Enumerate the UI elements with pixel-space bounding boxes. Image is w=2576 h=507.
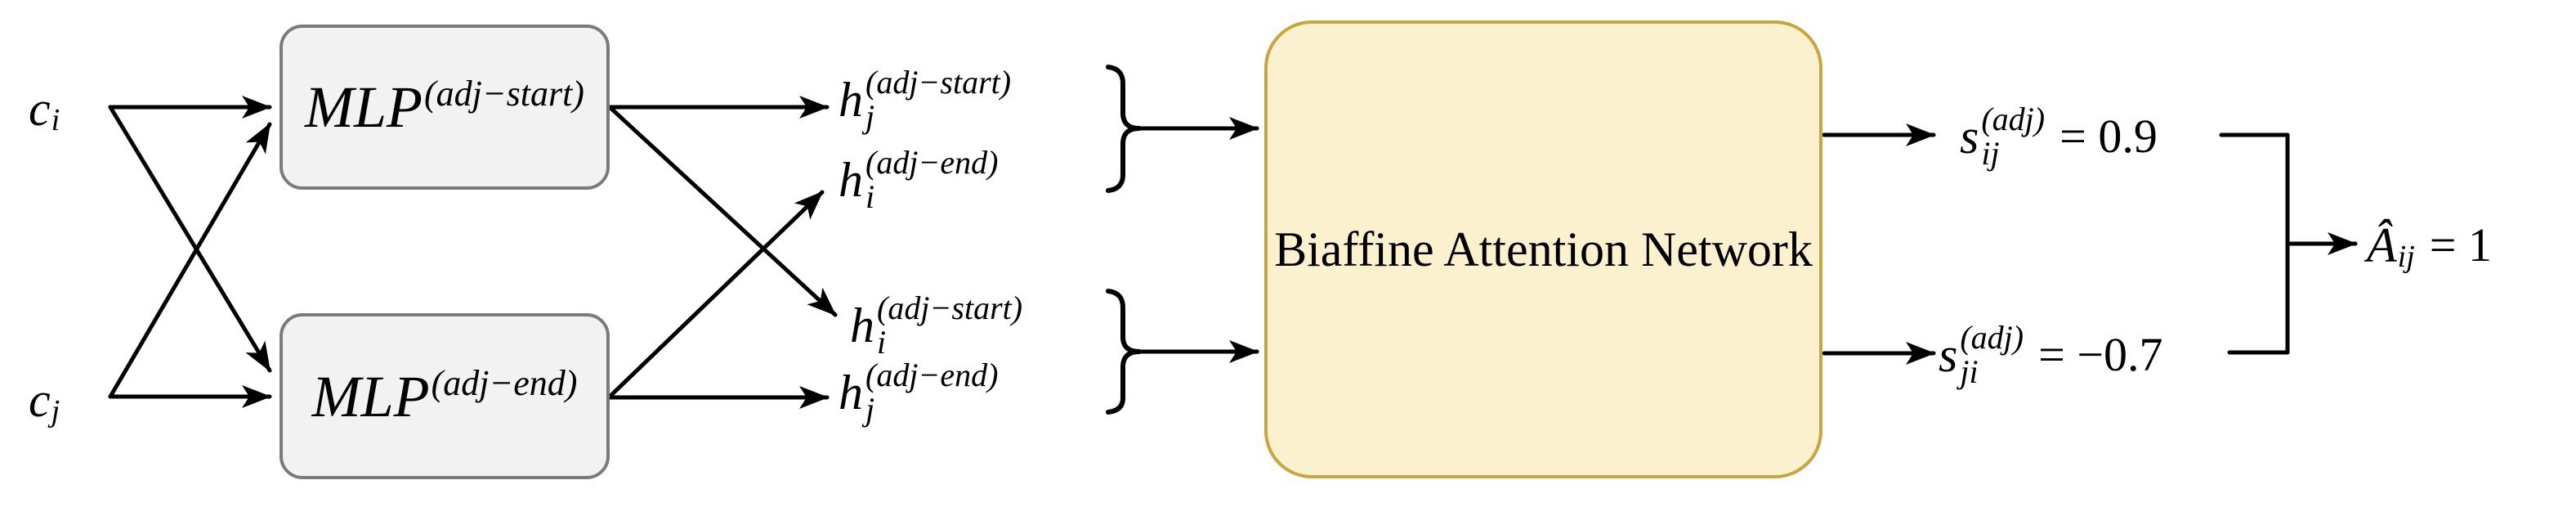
- sij-subscript: ij: [1981, 135, 2000, 172]
- arrow-mlpend-to-hi-end: [607, 190, 825, 399]
- sji-superscript: (adj): [1960, 319, 2024, 356]
- sij-value: = 0.9: [2059, 110, 2158, 163]
- adjacency-base: Â: [2367, 218, 2397, 272]
- hi-end-base: h: [839, 153, 863, 207]
- hj-end-subscript: j: [865, 391, 875, 428]
- hj-start-base: h: [839, 73, 863, 127]
- adjacency-subscript: ij: [2397, 240, 2415, 274]
- arrow-mlpstart-to-hi-start: [607, 105, 838, 317]
- mlp-adj-start-superscript: (adj−start): [424, 74, 584, 114]
- mlp-adj-start-label: MLP(adj−start): [305, 76, 584, 137]
- hj-start-scripts: (adj−start) j: [865, 66, 1011, 133]
- hidden-hj-end: h (adj−end) j: [839, 359, 999, 426]
- hi-start-superscript: (adj−start): [877, 289, 1023, 326]
- hj-start-superscript: (adj−start): [865, 64, 1012, 101]
- arrow-ci-to-mlp-end: [108, 105, 272, 373]
- ci-subscript: i: [51, 103, 60, 137]
- mlp-adj-end-label: MLP(adj−end): [311, 363, 578, 429]
- hj-end-scripts: (adj−end) j: [865, 359, 999, 426]
- score-sij: s (adj) ij = 0.9: [1960, 103, 2158, 170]
- ci-base: c: [29, 82, 51, 136]
- sij-superscript: (adj): [1981, 101, 2046, 137]
- hi-start-base: h: [850, 298, 874, 352]
- hi-start-scripts: (adj−start) i: [877, 292, 1022, 359]
- hj-end-base: h: [839, 366, 863, 420]
- adjacency-value: = 1: [2429, 218, 2492, 271]
- brace-top-group: [1106, 65, 1142, 193]
- arrow-cj-to-mlp-start: [108, 122, 272, 399]
- hj-end-superscript: (adj−end): [865, 357, 999, 393]
- cj-base: c: [29, 373, 51, 427]
- mlp-adj-start-base: MLP: [305, 74, 423, 140]
- hj-start-subscript: j: [865, 98, 875, 135]
- hidden-hi-end: h (adj−end) i: [839, 146, 999, 213]
- mlp-adj-start-box: MLP(adj−start): [280, 25, 610, 190]
- hidden-hj-start: h (adj−start) j: [839, 66, 1011, 133]
- hidden-hi-start: h (adj−start) i: [850, 292, 1022, 359]
- sij-base: s: [1960, 110, 1979, 164]
- mlp-adj-end-base: MLP: [311, 363, 430, 429]
- sji-base: s: [1939, 328, 1958, 382]
- sji-value: = −0.7: [2038, 328, 2163, 381]
- hi-end-superscript: (adj−end): [865, 144, 999, 181]
- hi-end-subscript: i: [865, 178, 875, 215]
- brace-bottom-group: [1106, 289, 1142, 415]
- biaffine-attention-network-box: Biaffine Attention Network: [1264, 20, 1822, 478]
- score-sji: s (adj) ji = −0.7: [1939, 321, 2163, 388]
- sij-scripts: (adj) ij: [1981, 103, 2045, 170]
- mlp-adj-end-superscript: (adj−end): [431, 362, 578, 403]
- mlp-adj-end-box: MLP(adj−end): [280, 313, 610, 479]
- hi-end-scripts: (adj−end) i: [865, 146, 999, 213]
- sji-subscript: ji: [1960, 353, 1979, 390]
- hi-start-subscript: i: [877, 324, 887, 361]
- cj-subscript: j: [51, 394, 60, 428]
- sji-scripts: (adj) ji: [1960, 321, 2024, 388]
- biaffine-attention-network-label: Biaffine Attention Network: [1274, 222, 1813, 276]
